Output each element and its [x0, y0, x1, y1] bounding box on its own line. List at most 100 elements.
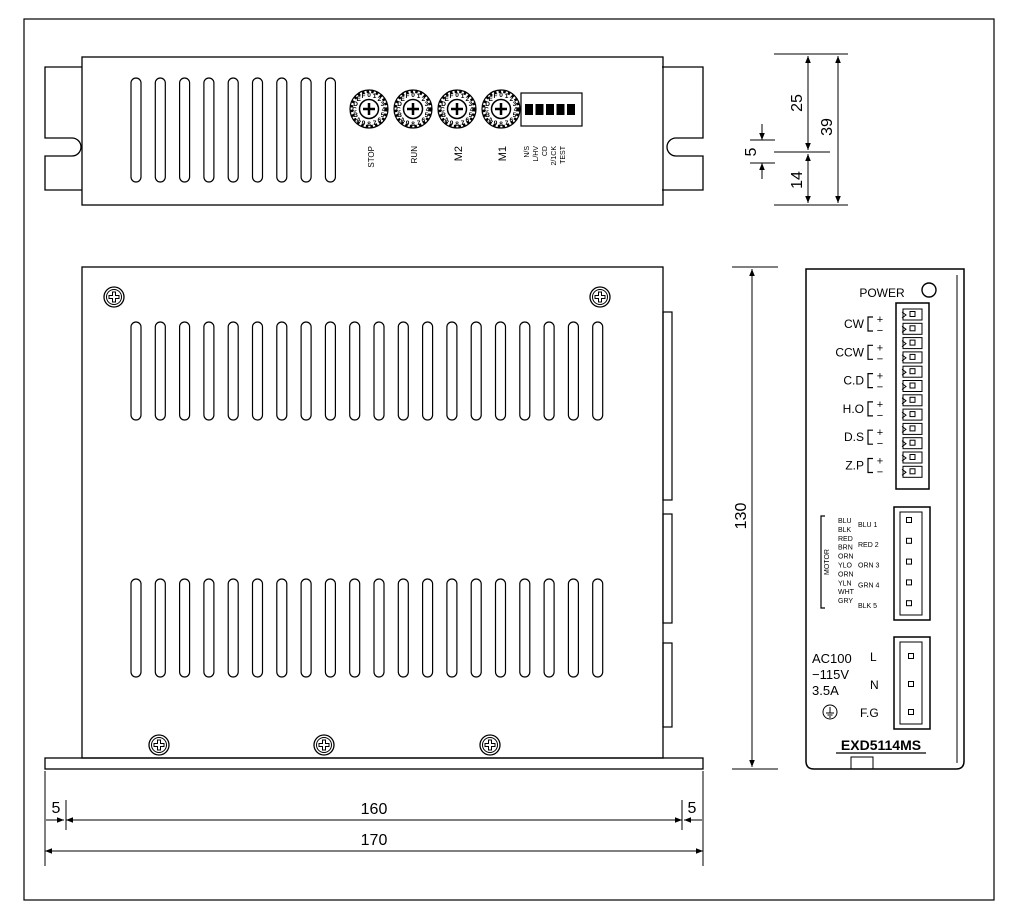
pin-cell	[902, 351, 923, 364]
vent-slot	[592, 321, 604, 421]
rotary-digit: 1	[373, 93, 377, 100]
switch-label-stop: STOP	[367, 146, 376, 168]
dip-switch-key	[556, 104, 565, 115]
dip-label-test: TEST	[560, 145, 567, 164]
switch-label-m1: M1	[497, 146, 509, 161]
screw-icon	[479, 734, 501, 756]
rotary-digit: A	[356, 117, 361, 124]
ac-rating-line3: 3.5A	[812, 683, 839, 698]
dip-switch-key	[567, 104, 575, 115]
rotary-digit: 6	[465, 117, 469, 124]
pin-latch	[901, 454, 907, 462]
motor-wire-color: ORN	[838, 571, 854, 578]
motor-wire-color: YLO	[838, 563, 853, 570]
motor-terminal-label: GRN 4	[858, 583, 880, 590]
dip-label-ns: N/S	[524, 146, 531, 158]
plus-sign: +	[877, 342, 883, 354]
pin-latch	[901, 411, 907, 419]
ac-rating-line2: −115V	[812, 667, 849, 682]
rotary-digit: 3	[381, 101, 385, 108]
pin-cell	[902, 437, 923, 450]
io-signal-labels: CW+−CCW+−C.D+−H.O+−D.S+−Z.P+−	[835, 314, 883, 479]
pin-latch	[901, 325, 907, 333]
io-bracket	[867, 429, 873, 445]
rotary-digit: D	[353, 101, 358, 108]
pin	[909, 382, 916, 389]
vent-slot	[397, 321, 409, 421]
vent-slot	[422, 321, 434, 421]
motor-terminal-label: BLK 5	[858, 603, 877, 610]
minus-sign: −	[877, 353, 883, 365]
power-label: POWER	[859, 286, 905, 300]
rotary-digit: C	[484, 107, 489, 114]
dip-label-cd: CD	[542, 146, 549, 156]
ac-rating-line1: AC100	[812, 651, 852, 666]
pin	[909, 325, 916, 332]
rotary-digit: 3	[425, 101, 429, 108]
screw-icon	[589, 286, 611, 308]
io-signal-label: CCW	[835, 345, 864, 359]
dip-switch-key	[525, 104, 533, 115]
vent-slot	[397, 578, 409, 678]
side-panel-body	[805, 268, 965, 770]
pin-cell	[902, 451, 923, 464]
top-vent-slots	[130, 77, 336, 183]
dim-label-160: 160	[361, 801, 388, 818]
vent-slot	[519, 578, 531, 678]
rotary-digit: B	[397, 112, 402, 119]
plus-sign: +	[877, 371, 883, 383]
pin	[909, 468, 916, 475]
pin-cell	[902, 465, 923, 478]
dip-label-lhv: L/HV	[533, 146, 540, 162]
connector-side-1	[662, 311, 673, 501]
vent-slot	[300, 77, 312, 183]
front-view-base-plate	[44, 757, 704, 770]
rotary-digit: C	[440, 107, 445, 114]
pin-cell	[902, 408, 923, 421]
front-vent-slots-lower	[130, 578, 604, 678]
vent-slot	[494, 321, 507, 421]
power-connector	[893, 636, 931, 730]
vent-slot	[203, 578, 215, 678]
pin	[908, 653, 914, 659]
rotary-digit: 2	[509, 96, 513, 103]
pin	[909, 339, 916, 346]
terminal-label-l: L	[870, 650, 877, 664]
io-signal-label: D.S	[844, 430, 864, 444]
dip-switch-keys	[525, 104, 575, 115]
motor-connector	[893, 506, 931, 621]
pin-cell	[902, 380, 923, 392]
vent-slot	[203, 321, 215, 421]
vent-slot	[592, 578, 604, 678]
switch-label-m2: M2	[453, 146, 465, 161]
pin	[906, 537, 912, 544]
rotary-digit: E	[357, 96, 362, 103]
side-panel-tab	[850, 756, 874, 770]
pin-latch	[901, 383, 907, 390]
front-view-body	[81, 266, 664, 759]
vent-slot	[227, 578, 239, 678]
rotary-digit: 3	[469, 101, 473, 108]
io-connector	[895, 302, 930, 490]
rotary-digit: C	[396, 107, 401, 114]
io-bracket	[867, 457, 873, 474]
rotary-digit: 7	[505, 120, 509, 127]
rotary-digit: B	[353, 112, 358, 119]
minus-sign: −	[877, 410, 883, 422]
vent-slot	[251, 578, 264, 678]
power-led	[921, 282, 937, 298]
front-vent-slots-upper	[130, 321, 604, 421]
pin-latch	[901, 468, 907, 476]
pin-cell	[902, 365, 923, 378]
io-bracket	[867, 316, 873, 332]
minus-sign: −	[877, 325, 883, 337]
pin	[909, 425, 916, 432]
rotary-digit: 0	[367, 92, 371, 99]
pin-cell	[902, 394, 923, 407]
pin	[909, 396, 916, 403]
pin	[909, 411, 916, 418]
pin	[906, 600, 912, 607]
rotary-digit: 5	[469, 112, 473, 119]
